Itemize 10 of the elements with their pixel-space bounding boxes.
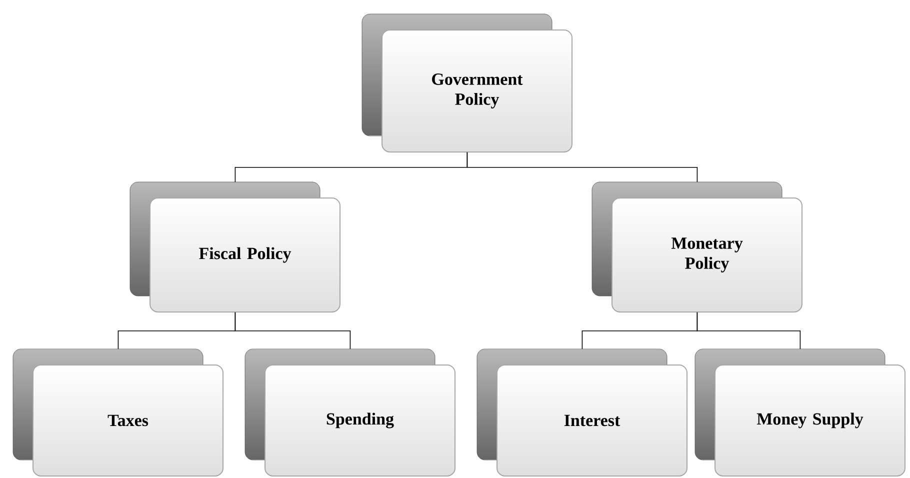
- connector-line: [696, 312, 801, 350]
- org-box: Spending: [244, 348, 456, 476]
- org-box: Money Supply: [694, 348, 906, 476]
- org-box: Interest: [476, 348, 688, 476]
- connector-line: [234, 312, 351, 350]
- org-box: Taxes: [12, 348, 224, 476]
- org-box: Monetary Policy: [592, 182, 802, 312]
- org-box: Fiscal Policy: [130, 182, 340, 312]
- connector-line: [466, 152, 698, 182]
- org-box: Government Policy: [362, 14, 572, 152]
